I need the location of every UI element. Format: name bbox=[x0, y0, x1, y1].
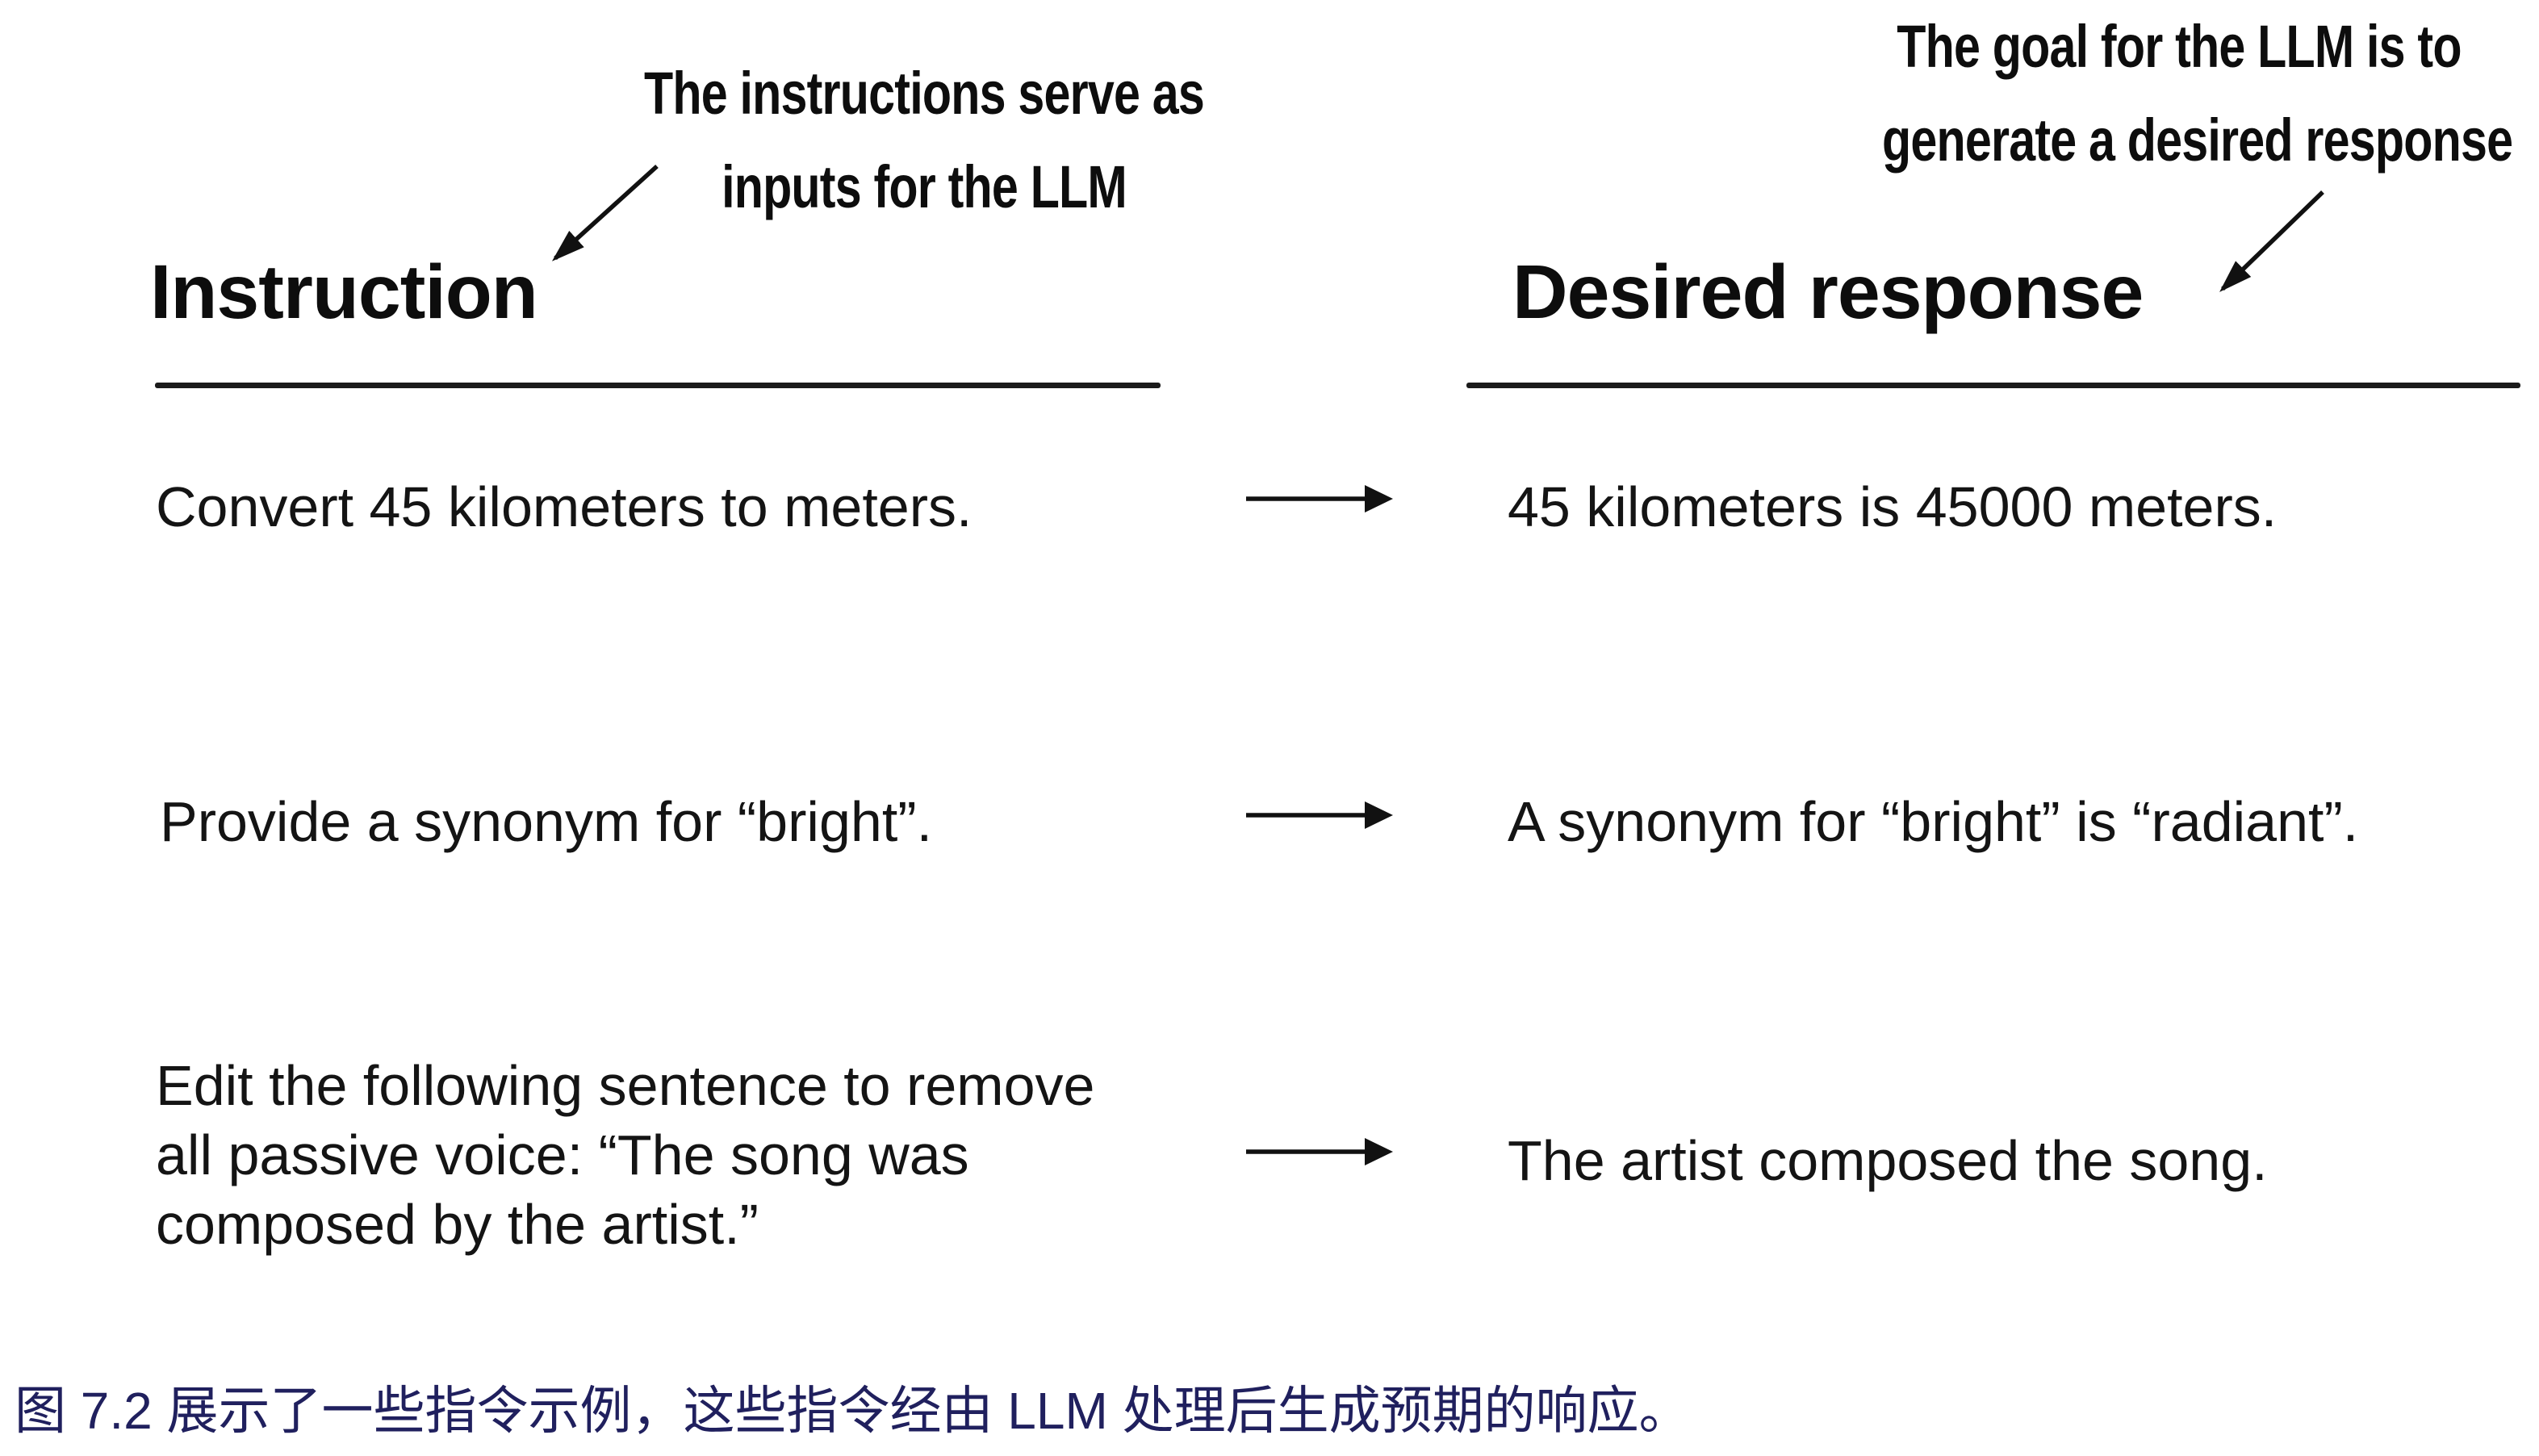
annotation-response-note-line2: generate a desired response bbox=[1882, 107, 2513, 174]
instruction-cell: Provide a synonym for “bright”. bbox=[160, 790, 933, 853]
annotation-instruction-note: The instructions serve as inputs for the… bbox=[637, 47, 1211, 234]
figure-caption: 图 7.2 展示了一些指令示例，这些指令经由 LLM 处理后生成预期的响应。 bbox=[15, 1382, 1691, 1440]
response-cell: 45 kilometers is 45000 meters. bbox=[1508, 475, 2278, 538]
annotation-response-note: The goal for the LLM is to generate a de… bbox=[1882, 0, 2513, 187]
annotation-response-note-line1: The goal for the LLM is to bbox=[1897, 13, 2462, 80]
heading-rule-left bbox=[155, 383, 1161, 388]
row-arrow-icon bbox=[1246, 1138, 1393, 1165]
annotation-instruction-note-line1: The instructions serve as bbox=[644, 60, 1205, 127]
annotation-instruction-note-line2: inputs for the LLM bbox=[722, 153, 1127, 220]
response-cell: A synonym for “bright” is “radiant”. bbox=[1508, 790, 2359, 853]
row-arrow-icon bbox=[1246, 801, 1393, 829]
column-heading-desired-response: Desired response bbox=[1512, 249, 2144, 335]
response-cell: The artist composed the song. bbox=[1508, 1129, 2268, 1192]
row-arrow-icon bbox=[1246, 485, 1393, 513]
column-heading-instruction: Instruction bbox=[150, 249, 538, 335]
instruction-cell: Convert 45 kilometers to meters. bbox=[156, 475, 973, 538]
heading-rule-right bbox=[1466, 383, 2520, 388]
instruction-cell: Edit the following sentence to remove al… bbox=[156, 1054, 1095, 1256]
annotation-arrow-right-icon bbox=[2219, 190, 2324, 292]
annotation-arrow-left-icon bbox=[551, 164, 659, 261]
